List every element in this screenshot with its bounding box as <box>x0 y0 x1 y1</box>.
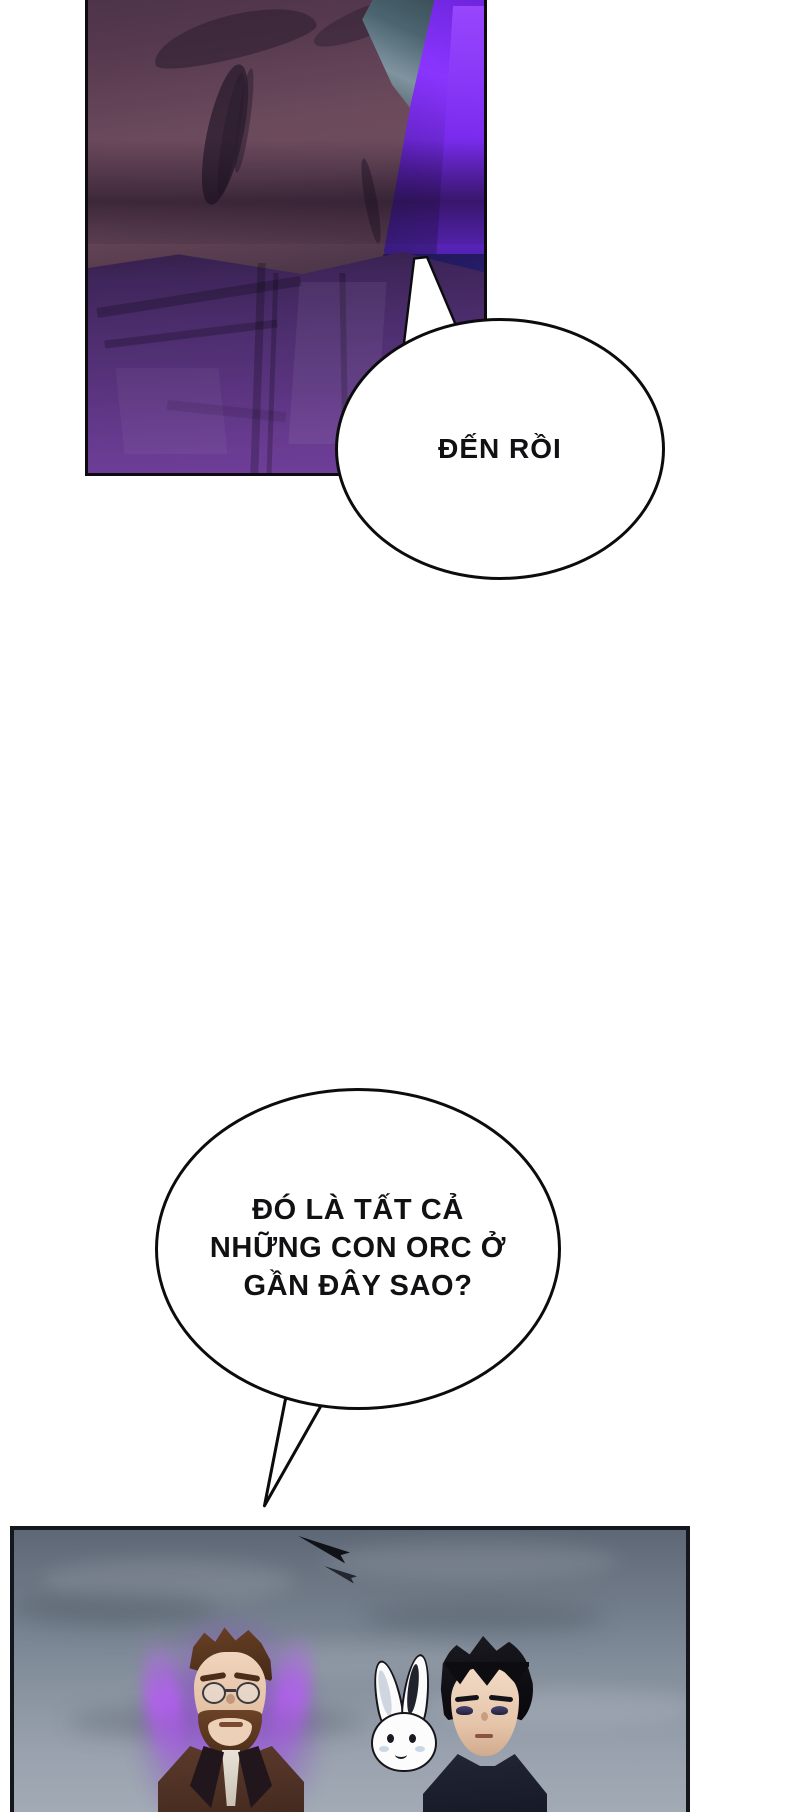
cloud <box>40 1558 297 1604</box>
rabbit-eye-right <box>409 1734 416 1743</box>
cloud <box>323 1541 619 1581</box>
rabbit-cheek-left <box>379 1746 389 1752</box>
speech-bubble-2-text: ĐÓ LÀ TẤT CẢ NHỮNG CON ORC Ở GẦN ĐÂY SAO… <box>209 1194 507 1302</box>
character-white-rabbit <box>368 1652 447 1772</box>
glasses-lens-left <box>202 1682 226 1704</box>
character-black-haired-youth <box>399 1636 547 1812</box>
speech-bubble-den-roi[interactable]: ĐẾN RỒI <box>335 318 665 580</box>
mouth <box>219 1722 243 1727</box>
nose <box>481 1712 488 1721</box>
rabbit-cheek-right <box>415 1746 425 1752</box>
rabbit-eye-left <box>387 1734 394 1743</box>
eye-right <box>491 1706 508 1715</box>
nose <box>226 1694 235 1704</box>
eye-left <box>456 1706 473 1715</box>
rabbit-mouth <box>395 1750 407 1759</box>
character-bearded-man <box>130 1612 328 1812</box>
mouth <box>475 1734 493 1738</box>
shirt <box>222 1750 240 1806</box>
panel-bottom <box>10 1526 690 1812</box>
body-clothing <box>423 1754 547 1812</box>
glasses-lens-right <box>236 1682 260 1704</box>
rabbit-head <box>371 1712 437 1772</box>
speech-bubble-1-text: ĐẾN RỒI <box>438 432 562 464</box>
cloud-shadow <box>363 1603 606 1632</box>
glasses-bridge <box>224 1689 236 1692</box>
cloak-shadow-band <box>88 139 484 245</box>
speech-bubble-orc-question[interactable]: ĐÓ LÀ TẤT CẢ NHỮNG CON ORC Ở GẦN ĐÂY SAO… <box>155 1088 561 1410</box>
